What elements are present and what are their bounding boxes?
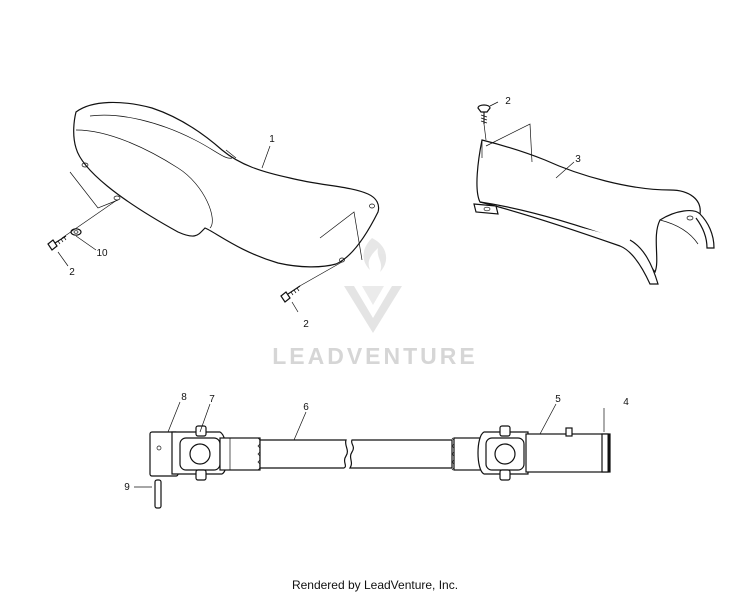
- steering-shaft-assembly: [149, 425, 611, 481]
- callout-4: 4: [623, 397, 629, 408]
- callout-1: 1: [269, 134, 275, 145]
- seat-base-part: [473, 123, 715, 285]
- callout-2-right: 2: [303, 319, 309, 330]
- watermark-brand-text: LEADVENTURE: [272, 343, 478, 369]
- callout-2-top: 2: [505, 96, 511, 107]
- seat-screw-right: [280, 285, 301, 303]
- leadventure-logo-watermark: [344, 238, 402, 333]
- roll-pin-part: [154, 479, 162, 509]
- seat-base-screw: [477, 104, 491, 124]
- callout-3: 3: [575, 154, 581, 165]
- render-credit-footer: Rendered by LeadVenture, Inc.: [291, 578, 459, 592]
- callout-7: 7: [209, 394, 215, 405]
- callout-2-left: 2: [69, 267, 75, 278]
- seat-part: [69, 101, 380, 268]
- seat-screw-left: [47, 235, 67, 251]
- callout-5: 5: [555, 394, 561, 405]
- callout-9: 9: [124, 482, 130, 493]
- leader-lines: [57, 101, 605, 488]
- callout-6: 6: [303, 402, 309, 413]
- washer-part: [70, 228, 82, 236]
- callout-8: 8: [181, 392, 187, 403]
- callout-10: 10: [96, 248, 108, 259]
